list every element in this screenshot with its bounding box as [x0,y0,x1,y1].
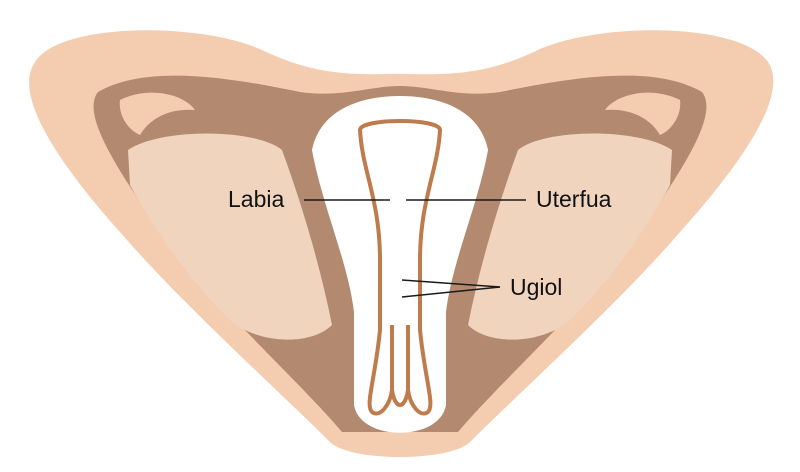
ugiol-leader-line-upper [401,279,501,288]
ugiol-leader-line-lower [401,286,501,298]
left-lobe-hook [119,92,195,135]
central-white-region [312,96,488,433]
inner-canal-outline [357,119,443,416]
left-pale-region [128,133,332,340]
label-uterfua: Uterfua [536,186,612,212]
label-labia: Labia [228,186,285,212]
right-lobe-hook [605,92,681,135]
label-ugiol: Ugiol [510,274,563,300]
right-pale-region [468,133,672,340]
